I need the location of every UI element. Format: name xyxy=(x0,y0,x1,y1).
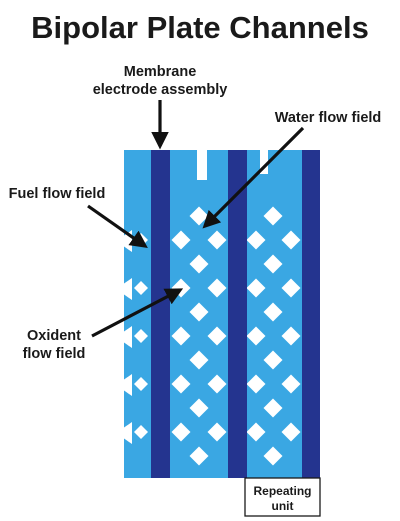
channel-diamond xyxy=(134,425,148,439)
fuel-flow-field-label: Fuel flow field xyxy=(9,186,106,202)
channel-diamond xyxy=(189,350,209,370)
membrane-label-line2: electrode assembly xyxy=(93,82,228,98)
channel-diamond xyxy=(189,446,209,466)
channel-diamond xyxy=(134,377,148,391)
channel-diamond xyxy=(207,374,227,394)
oxidant-flow-field-arrow xyxy=(91,288,184,338)
channel-diamond xyxy=(263,446,283,466)
repeating-unit-label-line2: unit xyxy=(272,499,294,513)
diagram-title: Bipolar Plate Channels xyxy=(31,10,369,45)
oxidant-flow-field-label-line1: Oxident xyxy=(27,328,81,344)
fuel-flow-field-arrow xyxy=(87,204,148,249)
channel-diamond xyxy=(263,398,283,418)
channel-diamond xyxy=(281,422,301,442)
channel-diamond xyxy=(171,230,191,250)
repeating-unit-box: Repeating unit xyxy=(244,477,321,517)
channel-diamond xyxy=(281,326,301,346)
plate-body xyxy=(124,150,320,478)
pointer-arrows xyxy=(87,100,305,338)
channel-diamond xyxy=(207,326,227,346)
channel-diamond xyxy=(171,326,191,346)
water-flow-field-arrow xyxy=(202,126,305,229)
membrane-strip-3 xyxy=(302,150,320,478)
channel-diamond xyxy=(263,206,283,226)
channel-diamond xyxy=(281,230,301,250)
channel-diamond xyxy=(207,422,227,442)
channel-diamond xyxy=(189,302,209,322)
channel-diamond xyxy=(263,254,283,274)
channel-diamond xyxy=(246,326,266,346)
channel-diamond xyxy=(134,281,148,295)
water-flow-field-label: Water flow field xyxy=(275,110,382,126)
membrane-label-line1: Membrane xyxy=(124,64,197,80)
channel-diamond xyxy=(281,278,301,298)
channel-diamond xyxy=(134,329,148,343)
channel-diamond xyxy=(207,278,227,298)
repeating-unit-label-line1: Repeating xyxy=(253,484,311,498)
channel-diamond xyxy=(207,230,227,250)
channel-diamond xyxy=(263,350,283,370)
channel-diamond xyxy=(246,230,266,250)
channel-diamond xyxy=(189,398,209,418)
channel-diamond xyxy=(281,374,301,394)
channel-diamond xyxy=(246,278,266,298)
channel-diamond xyxy=(189,254,209,274)
channel-diamond xyxy=(246,422,266,442)
channel-diamond xyxy=(171,422,191,442)
membrane-strip-1 xyxy=(151,150,170,478)
oxidant-flow-field-label-line2: flow field xyxy=(23,346,86,362)
channel-diamond xyxy=(263,302,283,322)
channel-diamond xyxy=(171,374,191,394)
plate-assembly xyxy=(116,150,320,478)
channel-diamond xyxy=(246,374,266,394)
membrane-strip-2 xyxy=(228,150,247,478)
